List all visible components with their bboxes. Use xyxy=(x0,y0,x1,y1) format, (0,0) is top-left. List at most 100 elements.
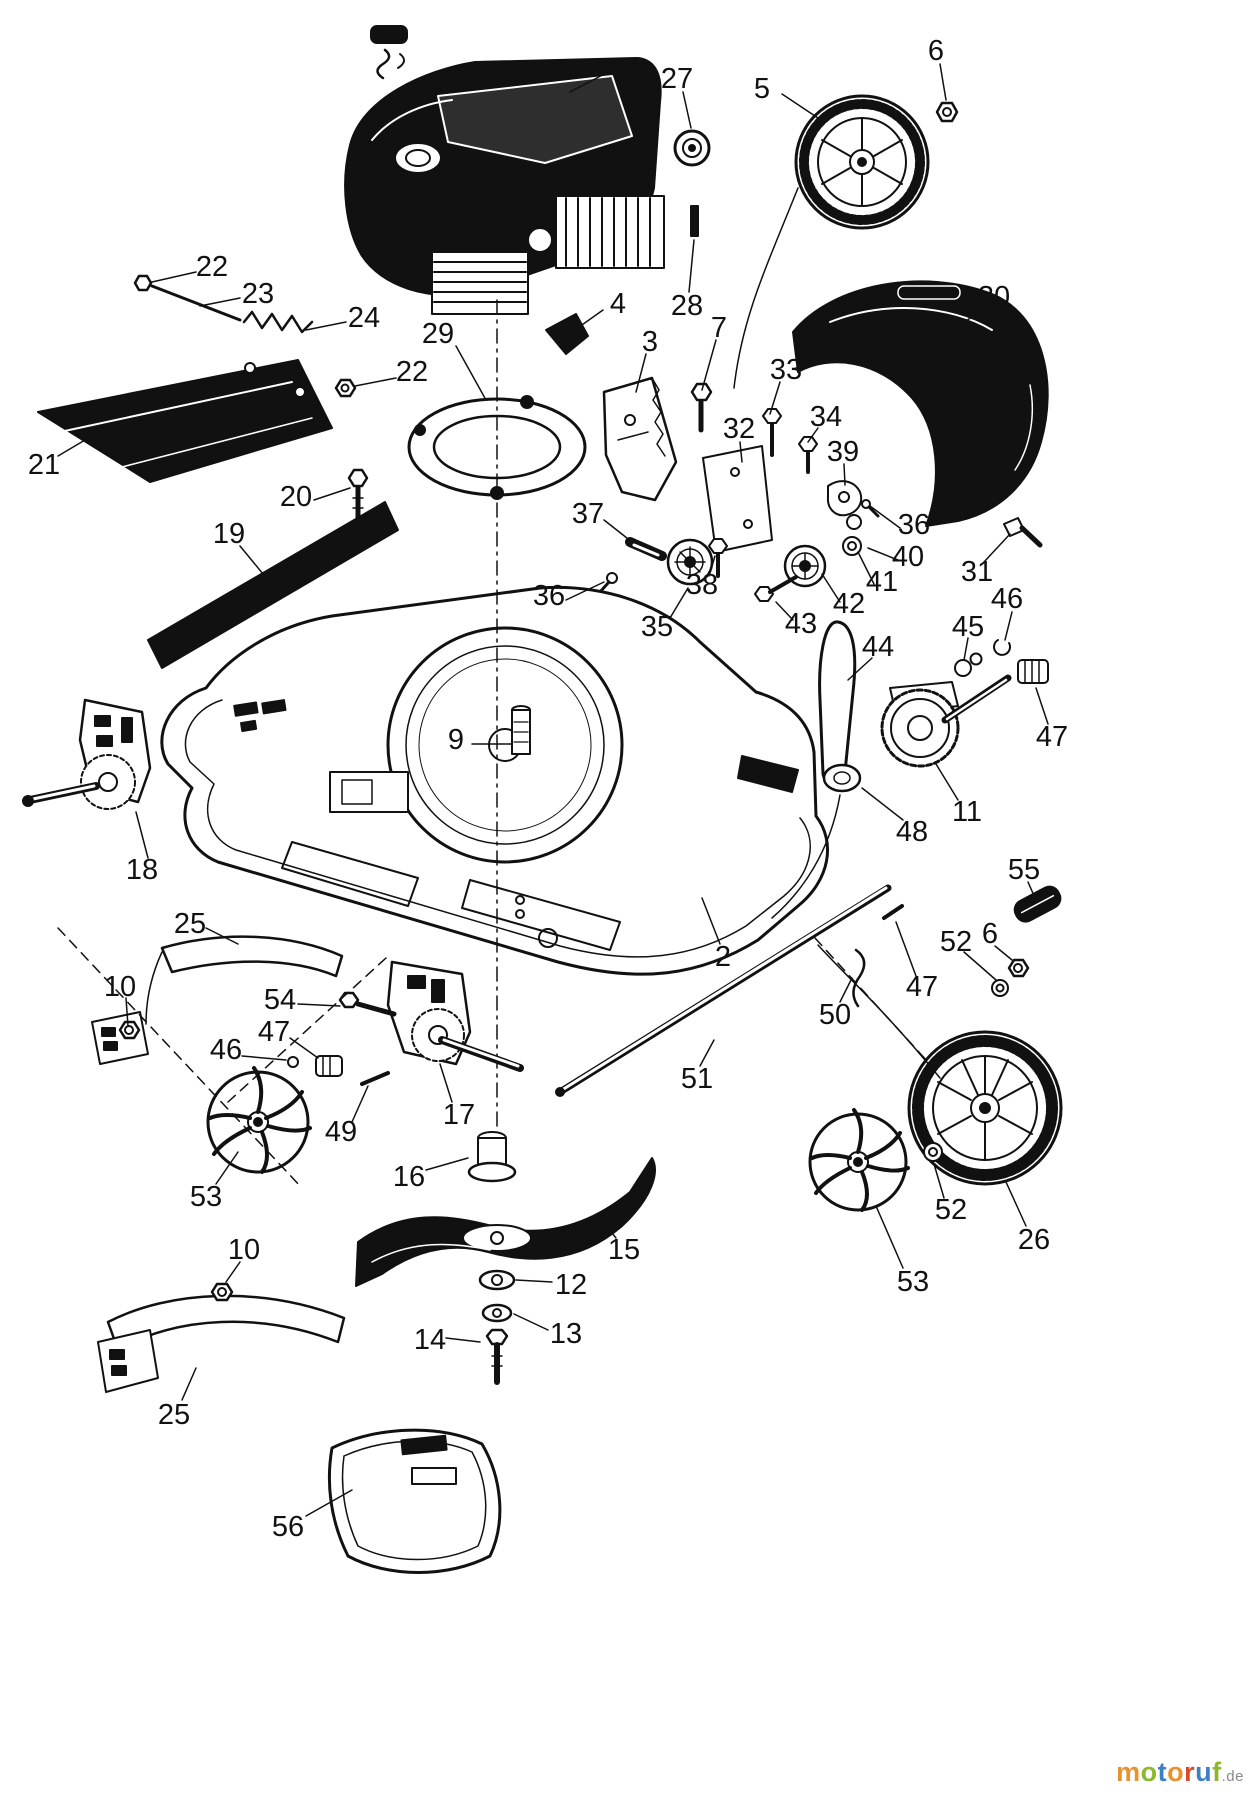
wheel-cover-left xyxy=(206,1066,312,1174)
part-label-5: 5 xyxy=(754,73,770,105)
watermark-letter: o xyxy=(1167,1757,1185,1787)
part-label-23: 23 xyxy=(242,278,274,310)
part-label-22: 22 xyxy=(196,251,228,283)
part-label-55: 55 xyxy=(1008,854,1040,886)
part-label-52: 52 xyxy=(940,926,972,958)
part-label-38: 38 xyxy=(686,569,718,601)
part-label-26: 26 xyxy=(1018,1224,1050,1256)
part-label-11: 11 xyxy=(952,796,982,828)
leader-lines xyxy=(57,63,1049,1517)
watermark-letter: f xyxy=(1212,1757,1222,1787)
mulch-guard xyxy=(327,1428,502,1574)
part-label-21: 21 xyxy=(28,449,60,481)
part-label-49: 49 xyxy=(325,1116,357,1148)
part-label-7: 7 xyxy=(711,312,727,344)
part-label-32: 32 xyxy=(723,413,755,445)
part-label-12: 12 xyxy=(555,1269,587,1301)
discharge-deflector xyxy=(37,274,357,483)
drive-hardware-cluster xyxy=(598,408,880,602)
part-label-15: 15 xyxy=(608,1234,640,1266)
part-label-36: 36 xyxy=(533,580,565,612)
part-label-9: 9 xyxy=(448,724,464,756)
part-label-10: 10 xyxy=(104,971,136,1003)
watermark-letter: m xyxy=(1116,1757,1141,1787)
engine-pulley xyxy=(673,129,711,237)
part-label-24: 24 xyxy=(348,302,380,334)
part-label-34: 34 xyxy=(810,401,842,433)
blade xyxy=(355,1157,656,1385)
part-label-30: 30 xyxy=(978,281,1010,313)
part-label-14: 14 xyxy=(414,1324,446,1356)
center-height-adjuster xyxy=(287,960,524,1086)
part-label-19: 19 xyxy=(213,518,245,550)
part-label-10: 10 xyxy=(228,1234,260,1266)
part-label-25: 25 xyxy=(174,908,206,940)
part-label-17: 17 xyxy=(443,1099,475,1131)
watermark-suffix: .de xyxy=(1221,1768,1244,1785)
part-label-46: 46 xyxy=(210,1034,242,1066)
part-label-56: 56 xyxy=(272,1511,304,1543)
assembly-axes xyxy=(57,187,941,1189)
blade-adapter xyxy=(467,1131,517,1183)
part-labels: 1 27 6 5 22 23 24 4 28 7 30 29 3 22 33 3… xyxy=(28,35,1068,1543)
watermark-letter: r xyxy=(1184,1757,1196,1787)
part-label-36: 36 xyxy=(898,509,930,541)
handle-rod xyxy=(555,884,1062,1097)
part-label-43: 43 xyxy=(785,608,817,640)
part-label-47: 47 xyxy=(906,971,938,1003)
part-label-45: 45 xyxy=(952,611,984,643)
part-label-44: 44 xyxy=(862,631,894,663)
part-label-33: 33 xyxy=(770,354,802,386)
rear-wheel xyxy=(907,958,1063,1186)
part-label-46: 46 xyxy=(991,583,1023,615)
part-label-6: 6 xyxy=(928,35,944,67)
side-baffle xyxy=(147,501,399,669)
part-label-50: 50 xyxy=(819,999,851,1031)
part-label-42: 42 xyxy=(833,588,865,620)
gearbox xyxy=(880,639,1049,768)
part-label-6: 6 xyxy=(982,918,998,950)
skirt-upper xyxy=(91,935,344,1065)
belt-cover xyxy=(792,280,1049,548)
part-label-35: 35 xyxy=(641,611,673,643)
part-label-20: 20 xyxy=(280,481,312,513)
part-label-39: 39 xyxy=(827,436,859,468)
left-height-adjuster xyxy=(22,698,152,810)
part-label-37: 37 xyxy=(572,498,604,530)
watermark-letter: o xyxy=(1140,1757,1158,1787)
part-label-48: 48 xyxy=(896,816,928,848)
wheel-cover-right xyxy=(808,1108,910,1212)
part-label-28: 28 xyxy=(671,290,703,322)
part-label-25: 25 xyxy=(158,1399,190,1431)
part-label-22: 22 xyxy=(396,356,428,388)
part-label-4: 4 xyxy=(610,288,626,320)
part-label-54: 54 xyxy=(264,984,296,1016)
part-label-29: 29 xyxy=(422,318,454,350)
part-label-40: 40 xyxy=(892,541,924,573)
part-label-16: 16 xyxy=(393,1161,425,1193)
part-label-47: 47 xyxy=(1036,721,1068,753)
front-wheel xyxy=(794,94,959,230)
part-label-31: 31 xyxy=(961,556,993,588)
watermark-logo: motoruf.de xyxy=(1116,1757,1244,1788)
part-label-27: 27 xyxy=(661,63,693,95)
part-label-3: 3 xyxy=(642,326,658,358)
watermark-letter: t xyxy=(1157,1757,1168,1787)
part-label-47: 47 xyxy=(258,1016,290,1048)
watermark-letter: u xyxy=(1195,1757,1213,1787)
part-label-53: 53 xyxy=(897,1266,929,1298)
skirt-lower xyxy=(97,1282,346,1393)
part-label-53: 53 xyxy=(190,1181,222,1213)
part-label-1: 1 xyxy=(624,53,640,85)
part-label-51: 51 xyxy=(681,1063,713,1095)
part-label-41: 41 xyxy=(866,566,898,598)
clamp-4 xyxy=(545,313,589,355)
engine-assembly xyxy=(344,25,665,315)
part-label-18: 18 xyxy=(126,854,158,886)
part-label-13: 13 xyxy=(550,1318,582,1350)
height-bracket-3 xyxy=(602,376,713,502)
drive-belt xyxy=(818,620,862,793)
part-label-2: 2 xyxy=(715,941,731,973)
